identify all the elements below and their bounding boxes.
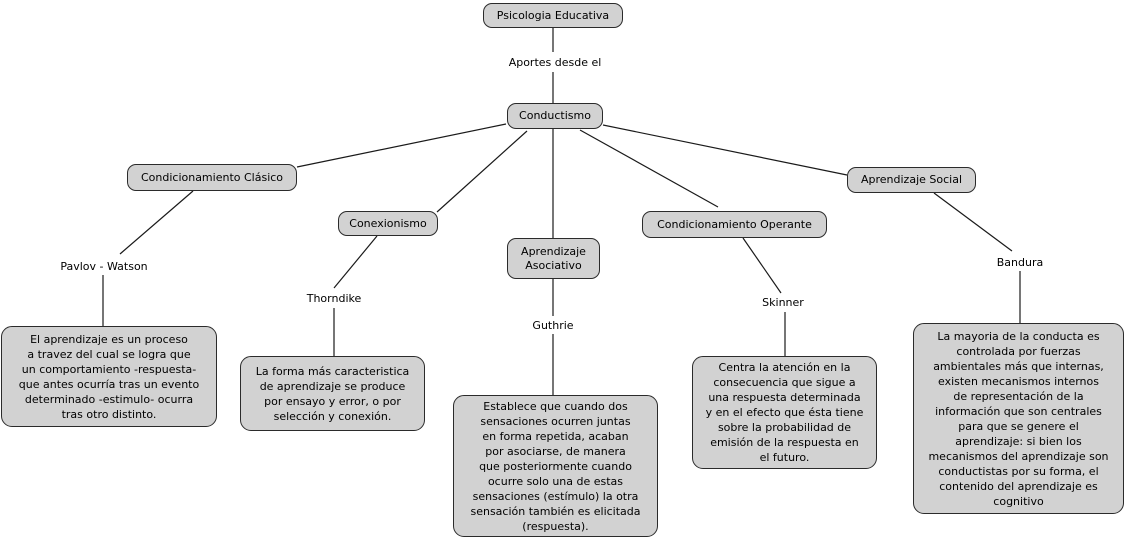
connector-line	[119, 190, 194, 255]
label-bandura[interactable]: Bandura	[996, 256, 1044, 269]
node-aprendizaje-asociativo[interactable]: Aprendizaje Asociativo	[507, 238, 600, 279]
label-guthrie[interactable]: Guthrie	[532, 319, 574, 332]
node-condicionamiento-clasico[interactable]: Condicionamiento Clásico	[127, 164, 297, 191]
node-aprendizaje-social[interactable]: Aprendizaje Social	[847, 167, 976, 193]
label-pavlov-watson[interactable]: Pavlov - Watson	[60, 260, 148, 273]
connector-line	[333, 235, 378, 289]
connector-line	[436, 130, 528, 213]
node-condicionamiento-operante[interactable]: Condicionamiento Operante	[642, 211, 827, 238]
connector-line	[579, 129, 719, 208]
desc-condicionamiento-operante[interactable]: Centra la atención en la consecuencia qu…	[692, 356, 877, 469]
desc-conexionismo[interactable]: La forma más caracteristica de aprendiza…	[240, 356, 425, 431]
label-skinner[interactable]: Skinner	[762, 296, 804, 309]
desc-condicionamiento-clasico[interactable]: El aprendizaje es un proceso a travez de…	[1, 326, 217, 427]
label-thorndike[interactable]: Thorndike	[306, 292, 362, 305]
connector-line	[742, 237, 782, 294]
link-label-aportes-desde-el[interactable]: Aportes desde el	[508, 56, 602, 69]
connector-line	[602, 124, 848, 176]
desc-aprendizaje-social[interactable]: La mayoria de la conducta es controlada …	[913, 323, 1124, 514]
connector-line	[296, 123, 507, 168]
node-conductismo[interactable]: Conductismo	[507, 103, 603, 129]
connector-line	[933, 192, 1013, 252]
node-psicologia-educativa[interactable]: Psicologia Educativa	[483, 3, 623, 28]
desc-aprendizaje-asociativo[interactable]: Establece que cuando dos sensaciones ocu…	[453, 395, 658, 537]
node-conexionismo[interactable]: Conexionismo	[338, 211, 438, 236]
